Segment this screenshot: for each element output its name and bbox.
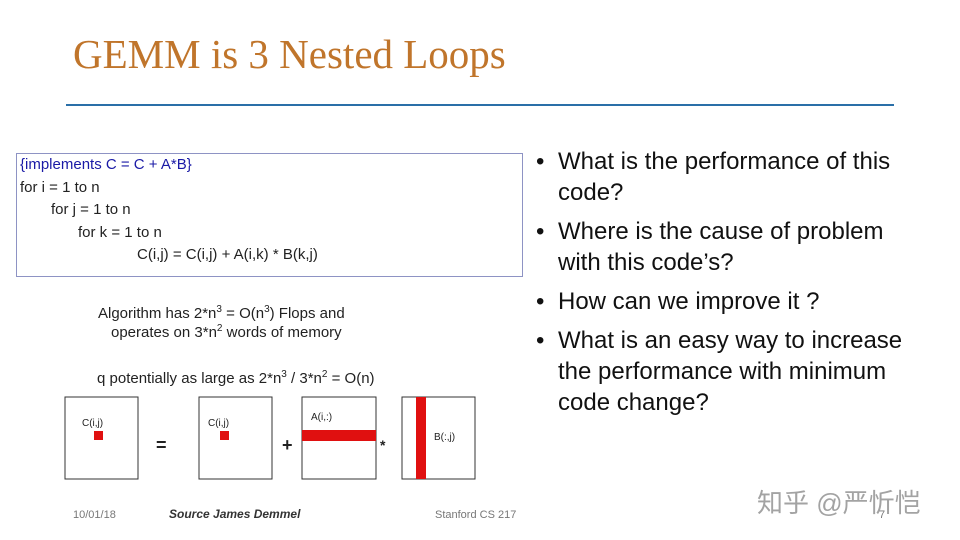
bullet-item: How can we improve it ? xyxy=(536,286,916,317)
matrix-c-right-element xyxy=(220,431,229,440)
matrix-c-left xyxy=(64,396,139,480)
code-line-update: C(i,j) = C(i,j) + A(i,k) * B(k,j) xyxy=(137,246,318,263)
bullet-list: What is the performance of this code? Wh… xyxy=(536,146,916,426)
algorithm-flops-text: Algorithm has 2*n3 = O(n3) Flops and xyxy=(98,304,345,322)
algorithm-q-text: q potentially as large as 2*n3 / 3*n2 = … xyxy=(97,369,375,387)
matrix-a-label: A(i,:) xyxy=(311,412,332,423)
bullet-item: What is an easy way to increase the perf… xyxy=(536,325,916,418)
code-line-for-j: for j = 1 to n xyxy=(51,201,131,218)
source-credit: Source James Demmel xyxy=(169,507,301,521)
title-rule xyxy=(66,104,894,106)
slide-title: GEMM is 3 Nested Loops xyxy=(73,31,506,77)
algorithm-memory-text: operates on 3*n2 words of memory xyxy=(111,323,342,341)
code-line-for-k: for k = 1 to n xyxy=(78,224,162,241)
bullet-item: What is the performance of this code? xyxy=(536,146,916,208)
matrix-c-right xyxy=(198,396,273,480)
matrix-c-left-label: C(i,j) xyxy=(82,418,103,429)
footer-course: Stanford CS 217 xyxy=(435,509,517,521)
code-box xyxy=(16,153,523,277)
matrix-b xyxy=(401,396,476,480)
matrix-b-label: B(:,j) xyxy=(434,432,455,443)
plus-sign: + xyxy=(282,435,293,455)
times-sign: * xyxy=(380,437,386,453)
matrix-c-right-label: C(i,j) xyxy=(208,418,229,429)
footer-page-number: 7 xyxy=(879,509,886,521)
bullet-item: Where is the cause of problem with this … xyxy=(536,216,916,278)
code-line-for-i: for i = 1 to n xyxy=(20,179,100,196)
matrix-a-row xyxy=(302,430,376,441)
matrix-c-left-element xyxy=(94,431,103,440)
code-comment: {implements C = C + A*B} xyxy=(20,156,192,173)
footer-date: 10/01/18 xyxy=(73,509,116,521)
watermark: 知乎 @严忻恺 xyxy=(757,488,921,518)
matrix-b-column xyxy=(416,397,426,479)
equals-sign: = xyxy=(156,435,167,455)
